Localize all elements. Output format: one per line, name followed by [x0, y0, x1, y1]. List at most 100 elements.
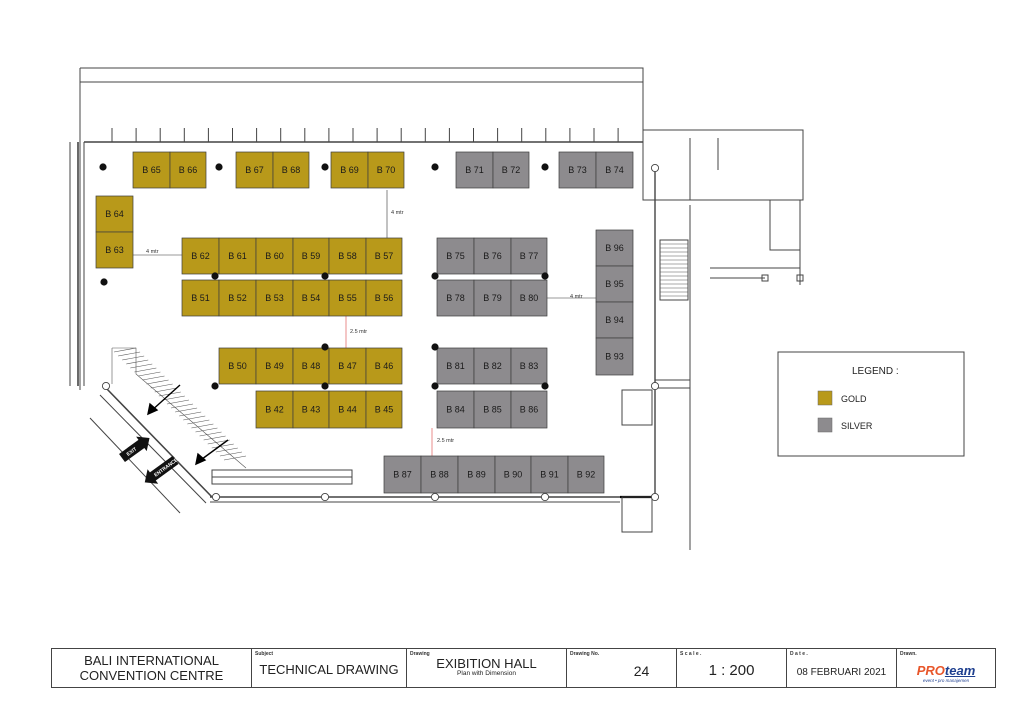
booth-cell	[272, 151, 310, 189]
wall-column	[430, 492, 440, 502]
booth-cell	[383, 455, 422, 494]
drawn-cell: Drawn. PROteam event • pro manajemen	[897, 649, 995, 687]
legend-title: LEGEND :	[852, 366, 899, 377]
dim-label: 4 mtr	[391, 210, 404, 216]
stage-rail	[211, 469, 353, 485]
booth-label: B 69	[340, 165, 359, 175]
booth-cell	[328, 279, 367, 317]
booth-b86: B 86	[510, 390, 548, 429]
booth-cell	[218, 237, 257, 275]
booth-b72: B 72	[492, 151, 530, 189]
booth-b45: B 45	[365, 390, 403, 429]
booth-b46: B 46	[365, 347, 403, 385]
booth-label: B 72	[502, 165, 521, 175]
booth-label: B 94	[605, 315, 624, 325]
booth-label: B 54	[302, 293, 321, 303]
booth-b63: B 63	[95, 231, 134, 269]
booth-cell	[95, 195, 134, 233]
booth-label: B 47	[338, 361, 357, 371]
column	[541, 163, 549, 171]
booth-b47: B 47	[328, 347, 367, 385]
booth-label: B 71	[465, 165, 484, 175]
booth-b93: B 93	[595, 337, 634, 376]
drawing-caption: Drawing	[410, 651, 430, 657]
booth-label: B 42	[265, 405, 284, 415]
booth-cell	[181, 237, 220, 275]
booth-b65: B 65	[132, 151, 171, 189]
booth-label: B 76	[483, 251, 502, 261]
column	[215, 163, 223, 171]
column	[541, 382, 549, 390]
booth-label: B 93	[605, 352, 624, 362]
booth-b81: B 81	[436, 347, 475, 385]
drawing-subtitle: Plan with Dimension	[457, 670, 516, 677]
dim-label: 4 mtr	[146, 249, 159, 255]
booth-cell	[292, 390, 330, 429]
booth-label: B 88	[430, 470, 449, 480]
booth-label: B 56	[375, 293, 394, 303]
booth-label: B 74	[605, 165, 624, 175]
booth-label: B 85	[483, 405, 502, 415]
booth-b73: B 73	[558, 151, 597, 189]
booth-label: B 68	[282, 165, 301, 175]
booth-label: B 57	[375, 251, 394, 261]
company-logo: PROteam	[897, 662, 995, 680]
booth-label: B 96	[605, 243, 624, 253]
booth-cell	[181, 279, 220, 317]
booth-b90: B 90	[494, 455, 532, 494]
logo-tagline: event • pro manajemen	[922, 678, 970, 683]
booth-label: B 64	[105, 209, 124, 219]
booth-label: B 77	[520, 251, 539, 261]
booth-label: B 60	[265, 251, 284, 261]
booth-label: B 61	[228, 251, 247, 261]
scale-value: 1 : 200	[708, 662, 755, 679]
booth-label: B 44	[338, 405, 357, 415]
booth-b96: B 96	[595, 229, 634, 267]
title-block: BALI INTERNATIONAL CONVENTION CENTRE Sub…	[51, 648, 996, 688]
dim-label: 2.5 mtr	[350, 329, 367, 335]
wall-column	[650, 492, 660, 502]
booth-b70: B 70	[367, 151, 405, 189]
booth-b66: B 66	[169, 151, 207, 189]
booth-label: B 86	[520, 405, 539, 415]
booth-cell	[567, 455, 605, 494]
booth-b94: B 94	[595, 301, 634, 339]
booth-cell	[367, 151, 405, 189]
booth-label: B 53	[265, 293, 284, 303]
column	[321, 272, 329, 280]
booth-label: B 95	[605, 279, 624, 289]
dim-label: 4 mtr	[570, 294, 583, 300]
booth-b59: B 59	[292, 237, 330, 275]
booth-cell	[365, 347, 403, 385]
booth-b88: B 88	[420, 455, 459, 494]
legend-label-silver: SILVER	[841, 421, 873, 431]
booth-cell	[457, 455, 496, 494]
exit-sign: EXIT	[119, 436, 150, 463]
booth-b79: B 79	[473, 279, 512, 317]
booth-label: B 81	[446, 361, 465, 371]
booth-cell	[494, 455, 532, 494]
column	[431, 163, 439, 171]
dimension-lines: 4 mtr 4 mtr 4 mtr 2.5 mtr 2.5 mtr	[124, 190, 596, 456]
booth-b95: B 95	[595, 265, 634, 303]
booth-cell	[365, 237, 403, 275]
booth-label: B 70	[377, 165, 396, 175]
legend-swatch-gold	[817, 390, 833, 406]
booth-cell	[473, 237, 512, 275]
booth-b85: B 85	[473, 390, 512, 429]
booth-cell	[218, 279, 257, 317]
stair-arrows	[147, 384, 229, 466]
booth-cell	[510, 237, 548, 275]
booth-label: B 58	[338, 251, 357, 261]
booth-label: B 59	[302, 251, 321, 261]
booth-cell	[328, 347, 367, 385]
column	[431, 272, 439, 280]
booth-b52: B 52	[218, 279, 257, 317]
booth-cell	[292, 237, 330, 275]
booth-cell	[292, 279, 330, 317]
floor-plan: EXIT ENTRANCE 4 mtr 4 mtr 4 mtr 2.5 mtr …	[69, 67, 965, 550]
booth-cell	[595, 265, 634, 303]
booth-b57: B 57	[365, 237, 403, 275]
subject-caption: Subject	[255, 651, 274, 657]
booth-label: B 46	[375, 361, 394, 371]
